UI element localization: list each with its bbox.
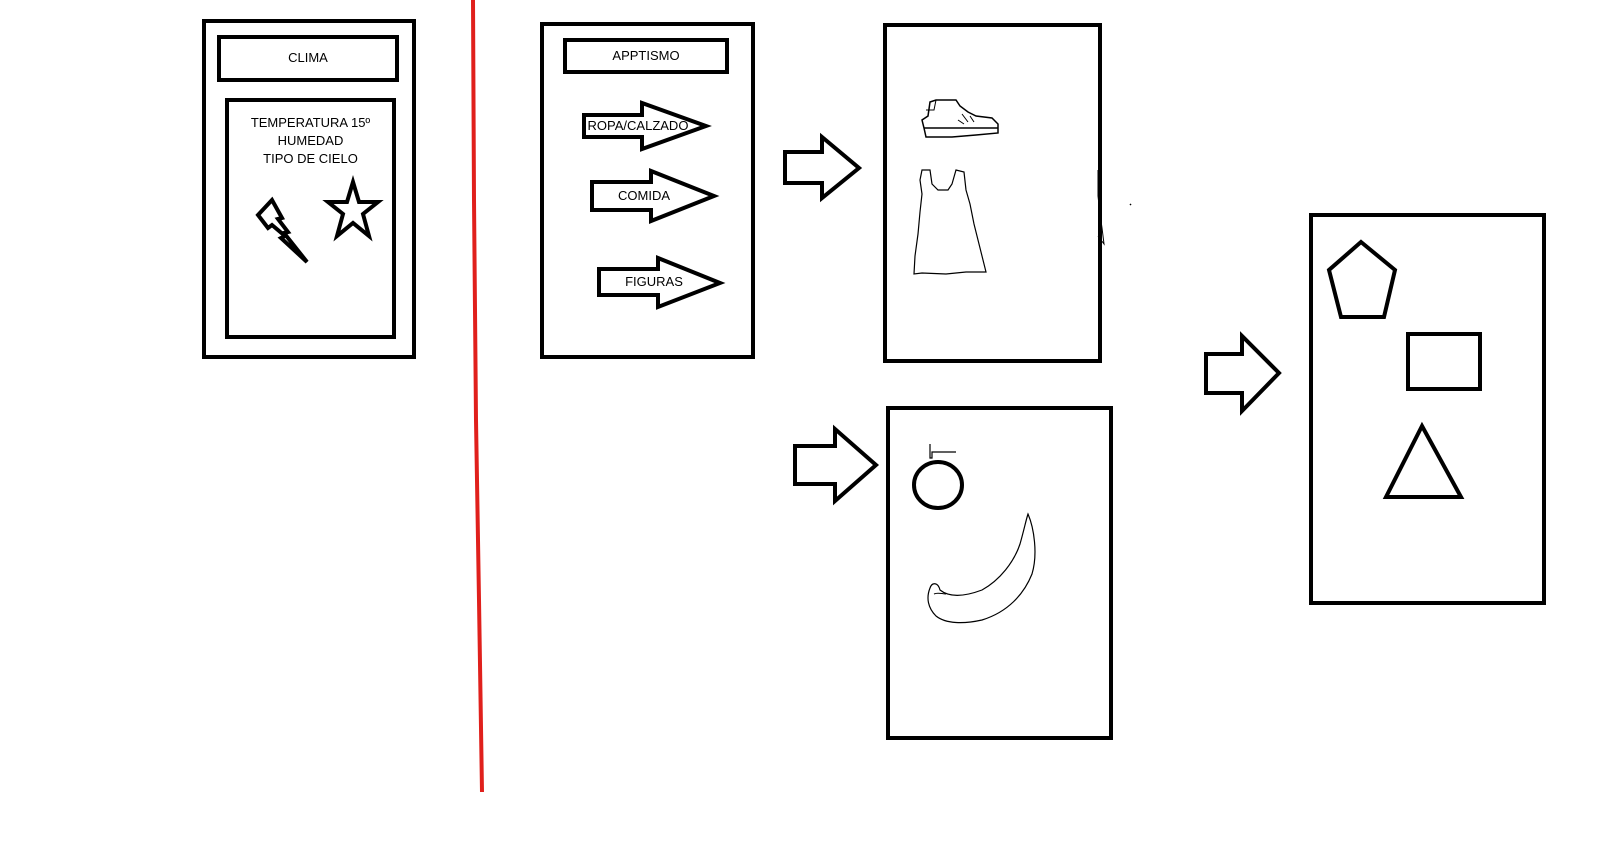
clima-humidity: HUMEDAD	[277, 133, 344, 148]
dress-icon	[913, 169, 987, 275]
clima-title: CLIMA	[288, 50, 328, 65]
ropa-screen	[883, 23, 1102, 363]
divider-line	[471, 0, 484, 793]
clima-info-box	[225, 98, 396, 339]
clima-sky-type: TIPO DE CIELO	[263, 151, 358, 166]
flow-arrow-ropa	[783, 132, 863, 203]
rectangle-icon	[1406, 332, 1482, 391]
pentagon-icon	[1326, 239, 1398, 319]
star-icon	[322, 175, 384, 242]
clima-title-box	[217, 35, 399, 82]
triangle-icon	[1382, 421, 1465, 499]
apptismo-title: APPTISMO	[612, 48, 680, 63]
figuras-screen	[1309, 213, 1546, 605]
shoe-icon	[921, 99, 999, 138]
apple-icon	[912, 444, 964, 510]
comida-screen	[886, 406, 1113, 740]
menu-label-figuras[interactable]: FIGURAS	[625, 274, 683, 289]
apptismo-screen	[540, 22, 755, 359]
lightning-icon	[255, 196, 309, 264]
flow-arrow-comida	[793, 424, 880, 506]
edge-scribble	[1097, 170, 1132, 246]
apptismo-title-box	[563, 38, 729, 74]
banana-icon	[927, 512, 1036, 624]
clima-temperature: TEMPERATURA 15º	[250, 115, 371, 130]
menu-arrow-ropa[interactable]	[582, 100, 712, 154]
menu-arrow-comida[interactable]	[590, 168, 720, 228]
menu-label-comida[interactable]: COMIDA	[618, 188, 670, 203]
menu-arrow-figuras[interactable]	[597, 255, 727, 311]
menu-label-ropa[interactable]: ROPA/CALZADO	[587, 118, 689, 133]
flow-arrow-figuras	[1204, 331, 1282, 416]
